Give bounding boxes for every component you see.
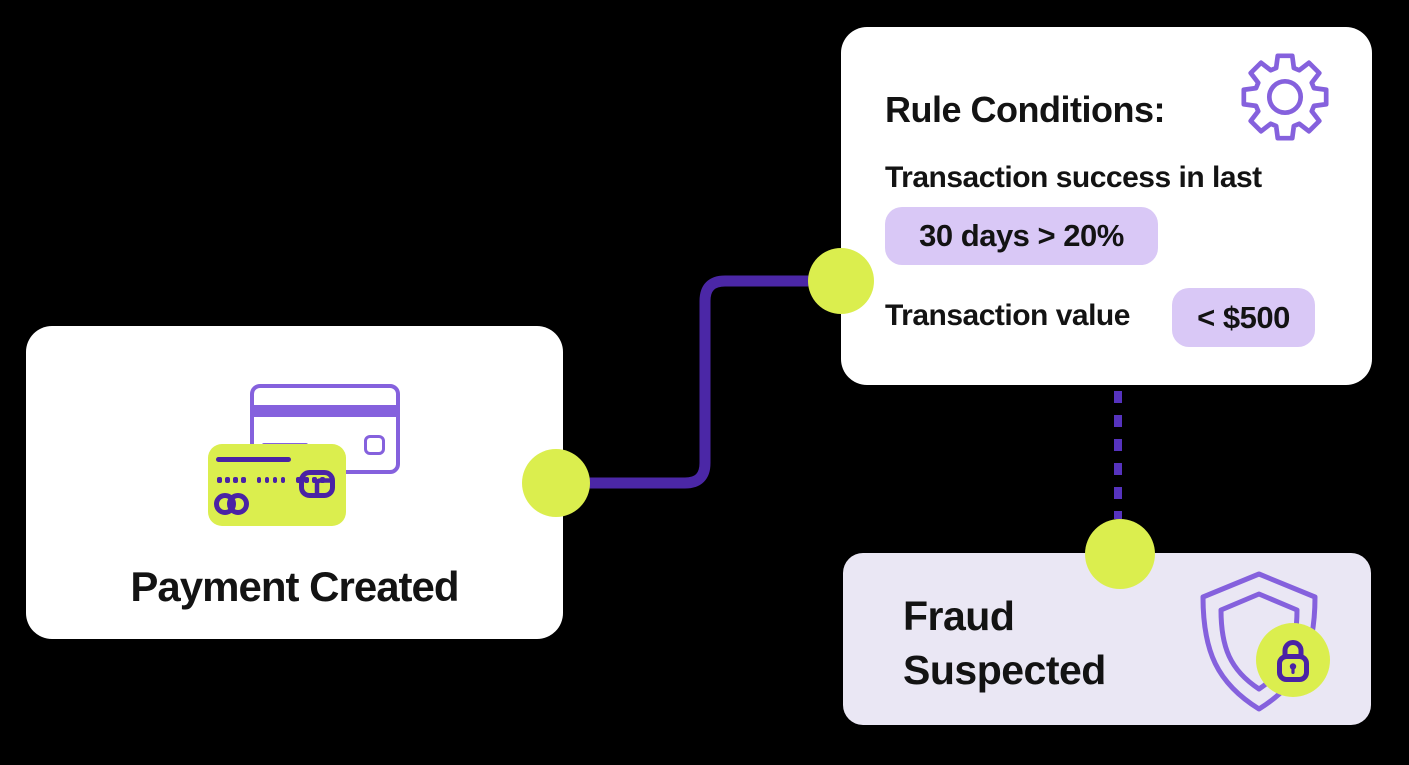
condition-2-text: Transaction value	[885, 299, 1130, 332]
fraud-label-line1: Fraud	[903, 593, 1015, 639]
fraud-label-line2: Suspected	[903, 647, 1106, 693]
node-payment-created[interactable]: Payment Created	[26, 326, 563, 639]
payment-created-label: Payment Created	[130, 563, 459, 610]
lock-badge	[1256, 623, 1330, 697]
card-chip-outline	[364, 435, 385, 455]
gear-icon	[1241, 53, 1329, 141]
condition-1-value-chip: 30 days > 20%	[885, 207, 1158, 265]
connector-solid-line	[550, 275, 847, 489]
card-name-line	[216, 457, 291, 462]
card-stripe	[254, 405, 396, 417]
credit-card-front-icon	[208, 444, 346, 526]
lock-icon	[1277, 640, 1309, 682]
condition-1-text: Transaction success in last	[885, 161, 1262, 194]
node-fraud-suspected[interactable]: Fraud Suspected	[843, 553, 1371, 725]
credit-cards-icon	[208, 382, 400, 532]
fraud-suspected-label: Fraud Suspected	[903, 589, 1106, 697]
card-brand-rings-icon	[214, 493, 249, 515]
rule-conditions-title: Rule Conditions:	[885, 89, 1165, 130]
condition-2-value-chip: < $500	[1172, 288, 1315, 347]
node-rule-conditions[interactable]: Rule Conditions: Transaction success in …	[841, 27, 1372, 385]
card-chip-icon	[299, 470, 335, 498]
